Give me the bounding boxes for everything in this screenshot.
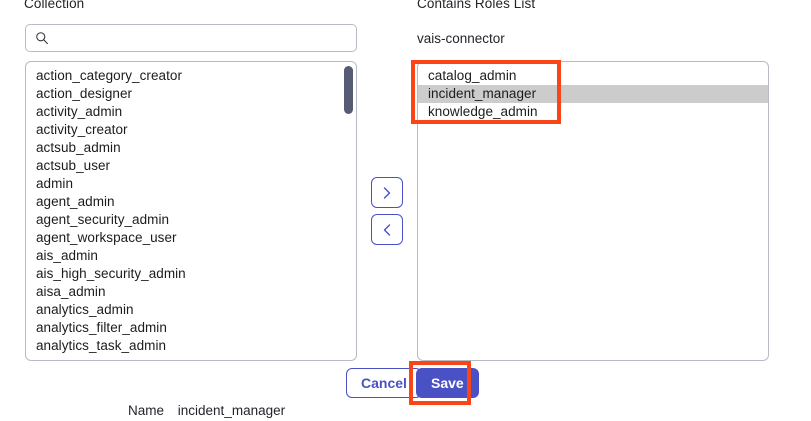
- collection-list-item[interactable]: ais_admin: [36, 248, 98, 263]
- collection-list-item[interactable]: activity_admin: [36, 104, 123, 119]
- collection-scrollbar-thumb[interactable]: [344, 66, 353, 114]
- search-icon: [35, 31, 49, 45]
- collection-list-item[interactable]: actsub_admin: [36, 140, 121, 155]
- collection-list-item[interactable]: actsub_user: [36, 158, 111, 173]
- role-name-subheading: vais-connector: [417, 31, 505, 46]
- record-name-label: Name: [128, 403, 165, 418]
- collection-list-item[interactable]: analytics_filter_admin: [36, 320, 167, 335]
- record-name-value: incident_manager: [177, 403, 286, 418]
- contains-roles-heading: Contains Roles List: [417, 0, 536, 11]
- chevron-left-icon: [381, 223, 393, 237]
- save-button[interactable]: Save: [416, 368, 479, 398]
- collection-heading: Collection: [24, 0, 85, 11]
- collection-list-item[interactable]: activity_creator: [36, 122, 128, 137]
- collection-list-item[interactable]: admin: [36, 176, 74, 191]
- contains-list-item[interactable]: catalog_admin: [428, 68, 517, 83]
- collection-list-item[interactable]: agent_admin: [36, 194, 115, 209]
- collection-list-item[interactable]: agent_workspace_user: [36, 230, 177, 245]
- collection-scrollbar[interactable]: [344, 65, 353, 357]
- chevron-right-icon: [381, 186, 393, 200]
- collection-list-item[interactable]: action_designer: [36, 86, 133, 101]
- search-input[interactable]: [49, 25, 356, 51]
- search-input-wrapper[interactable]: [25, 24, 357, 52]
- contains-list-item[interactable]: knowledge_admin: [428, 104, 538, 119]
- collection-list-item[interactable]: action_category_creator: [36, 68, 182, 83]
- move-right-button[interactable]: [371, 177, 403, 208]
- collection-list-item[interactable]: agent_security_admin: [36, 212, 170, 227]
- collection-list-item[interactable]: analytics_task_admin: [36, 338, 167, 353]
- cancel-button[interactable]: Cancel: [346, 368, 422, 398]
- collection-list-item[interactable]: analytics_admin: [36, 302, 134, 317]
- collection-list-item[interactable]: ais_high_security_admin: [36, 266, 186, 281]
- move-left-button[interactable]: [371, 214, 403, 245]
- collection-list-item[interactable]: aisa_admin: [36, 284, 106, 299]
- record-name-row: Name incident_manager: [128, 403, 285, 418]
- contains-list-item[interactable]: incident_manager: [418, 85, 768, 103]
